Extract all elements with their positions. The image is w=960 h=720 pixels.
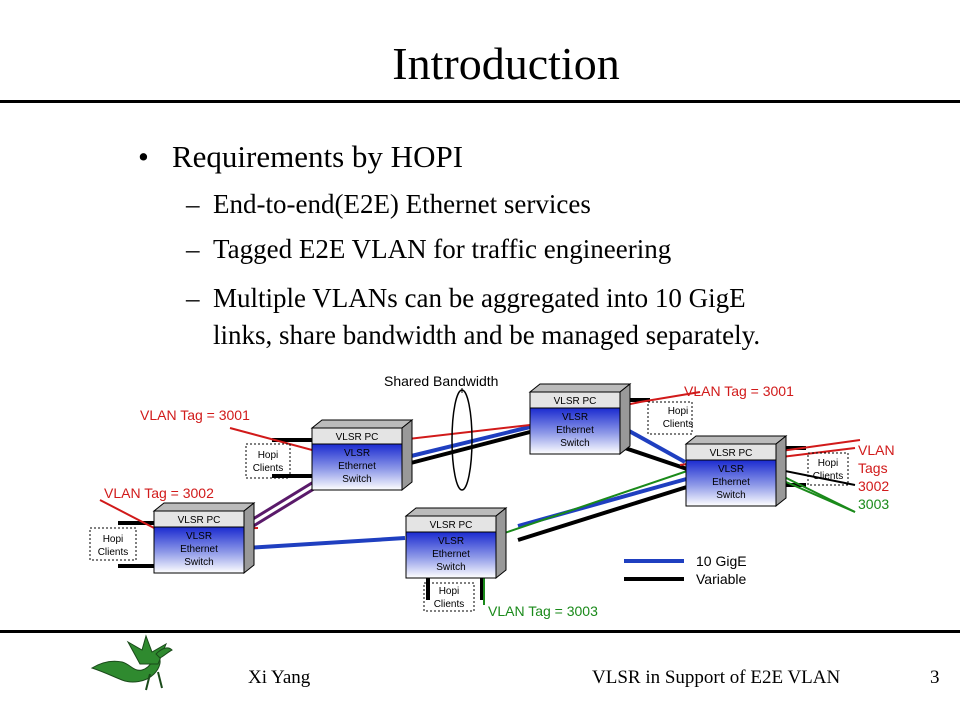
page-number: 3 [930, 667, 940, 688]
node-4-line1: VLSR [186, 531, 212, 542]
vlan-tag-3003-label: VLAN Tag = 3003 [488, 603, 598, 619]
clients-5-line1: Hopi [439, 586, 460, 597]
node-1-line3: Switch [342, 474, 371, 485]
switch-node-3 [684, 434, 788, 508]
clients-3-line2: Clients [663, 419, 694, 430]
vlan-tag-3001-left-label: VLAN Tag = 3001 [140, 407, 250, 423]
vlan-tags-title-2: Tags [858, 460, 888, 476]
node-5-line3: Switch [436, 562, 465, 573]
switch-node-1 [310, 418, 414, 492]
clients-4-line2: Clients [813, 471, 844, 482]
client-boxes [89, 401, 849, 612]
node-2-line3: Switch [560, 438, 589, 449]
node-3-header: VLSR PC [710, 448, 753, 459]
node-2-line1: VLSR [562, 412, 588, 423]
clients-5-line2: Clients [434, 599, 465, 610]
node-4-header: VLSR PC [178, 515, 221, 526]
legend: 10 GigE Variable [624, 553, 747, 587]
vlan-tag-3001-right-label: VLAN Tag = 3001 [684, 383, 794, 399]
bullet-sub-text: Tagged E2E VLAN for traffic engineering [213, 234, 672, 264]
bullet-sub-3-continued: links, share bandwidth and be managed se… [213, 320, 761, 350]
node-2-line2: Ethernet [556, 425, 594, 436]
vlan-tags-3002: 3002 [858, 478, 889, 494]
bullet-main-text: Requirements by HOPI [172, 139, 464, 174]
clients-2-line2: Clients [98, 547, 129, 558]
node-5-line2: Ethernet [432, 549, 470, 560]
footer-divider [0, 630, 960, 633]
clients-1-line2: Clients [253, 463, 284, 474]
node-3-line2: Ethernet [712, 477, 750, 488]
node-4-line2: Ethernet [180, 544, 218, 555]
bullet-dash: – [186, 189, 200, 219]
node-1-line2: Ethernet [338, 461, 376, 472]
node-4-line3: Switch [184, 557, 213, 568]
node-5-line1: VLSR [438, 536, 464, 547]
title-divider [0, 100, 960, 103]
slide-title: Introduction [392, 38, 620, 89]
node-3-line3: Switch [716, 490, 745, 501]
vlan-tags-title-1: VLAN [858, 442, 895, 458]
vlan-tag-3002-label: VLAN Tag = 3002 [104, 485, 214, 501]
vlan-tags-3003: 3003 [858, 496, 889, 512]
bullet-dash: – [186, 234, 200, 264]
bullet-dash: – [186, 283, 200, 313]
clients-2-line1: Hopi [103, 534, 124, 545]
footer-title: VLSR in Support of E2E VLAN [592, 667, 841, 688]
clients-4-line1: Hopi [818, 458, 839, 469]
node-1-line1: VLSR [344, 448, 370, 459]
shared-bandwidth-label: Shared Bandwidth [384, 373, 498, 389]
bullet-sub-text: End-to-end(E2E) Ethernet services [213, 189, 591, 219]
switch-node-5 [404, 506, 508, 580]
switch-node-4 [152, 501, 256, 575]
node-2-header: VLSR PC [554, 396, 597, 407]
node-3-line1: VLSR [718, 464, 744, 475]
switch-node-2 [528, 382, 632, 456]
vlan-3003-path [483, 469, 856, 605]
bullet-dot: • [138, 139, 149, 174]
node-5-header: VLSR PC [430, 520, 473, 531]
legend-variable-label: Variable [696, 571, 747, 587]
node-1-header: VLSR PC [336, 432, 379, 443]
legend-ten-gige-label: 10 GigE [696, 553, 747, 569]
footer-author: Xi Yang [248, 667, 311, 688]
clients-1-line1: Hopi [258, 450, 279, 461]
dragon-logo [90, 634, 173, 691]
clients-3-line1: Hopi [668, 406, 689, 417]
bullet-sub-text: Multiple VLANs can be aggregated into 10… [213, 283, 746, 313]
